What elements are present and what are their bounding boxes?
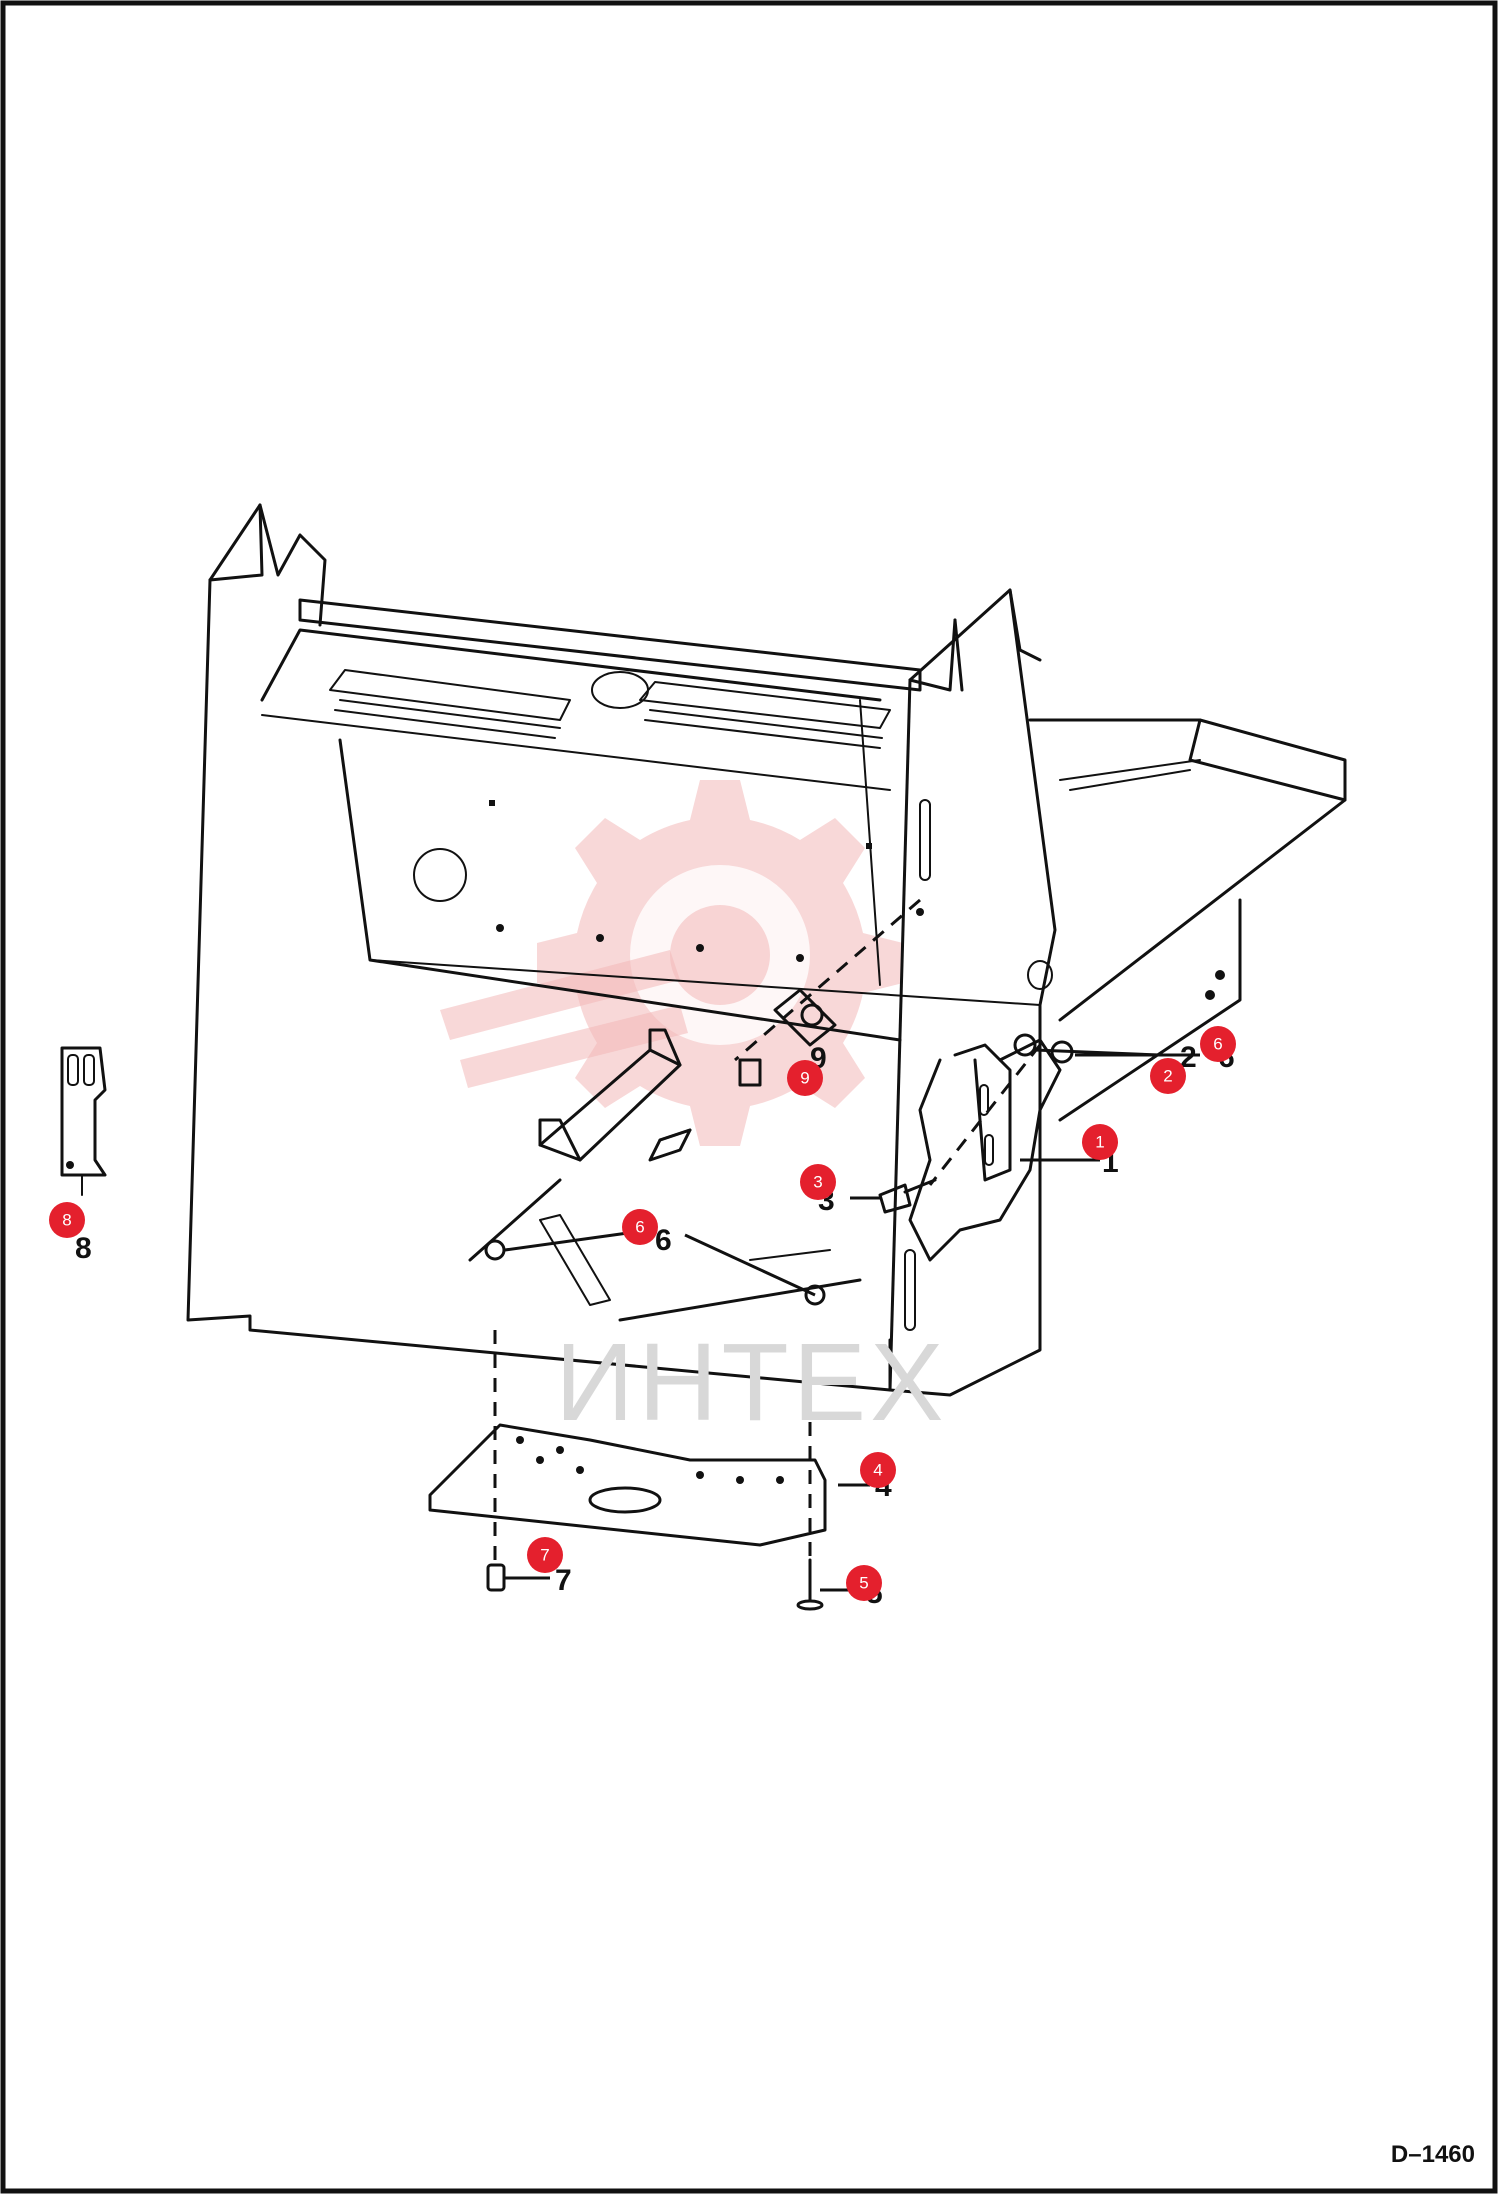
callout-1[interactable]: 1 <box>1082 1124 1118 1160</box>
part-1-bracket <box>953 1043 1012 1182</box>
svg-text:6: 6 <box>1213 1035 1222 1054</box>
part-number-7: 7 <box>555 1564 572 1597</box>
callout-6-floor[interactable]: 6 <box>622 1209 658 1245</box>
svg-text:8: 8 <box>62 1211 71 1230</box>
watermark-text: ИНТЕХ <box>555 1321 947 1444</box>
part-9-clamp <box>648 988 837 1162</box>
part-number-8: 8 <box>75 1232 92 1265</box>
assembly-lines <box>493 898 1042 1565</box>
svg-text:1: 1 <box>1095 1133 1104 1152</box>
leader-lines <box>504 1048 1200 1592</box>
callout-5[interactable]: 5 <box>846 1565 882 1601</box>
loader-main-frame <box>186 503 1347 1397</box>
part-4-plate <box>428 1423 827 1547</box>
callout-7[interactable]: 7 <box>527 1537 563 1573</box>
svg-text:4: 4 <box>873 1461 882 1480</box>
callout-6-upper[interactable]: 6 <box>1200 1026 1236 1062</box>
svg-text:5: 5 <box>859 1574 868 1593</box>
vent-slots-right <box>639 681 891 749</box>
part-7-bolt <box>486 1563 506 1592</box>
part-2-washer <box>1013 1033 1037 1057</box>
part-3-bolt <box>878 1178 937 1214</box>
drawing-code: D–1460 <box>1391 2141 1475 2168</box>
parts-6-nuts-floor <box>484 1239 826 1306</box>
callout-4[interactable]: 4 <box>860 1452 896 1488</box>
vent-slots-left <box>329 669 571 739</box>
callout-3[interactable]: 3 <box>800 1164 836 1200</box>
part-5-bolt <box>796 1558 824 1611</box>
callout-2[interactable]: 2 <box>1150 1058 1186 1094</box>
callout-9[interactable]: 9 <box>787 1060 823 1096</box>
svg-text:2: 2 <box>1163 1067 1172 1086</box>
part-8-hinge <box>60 1046 107 1196</box>
svg-text:3: 3 <box>813 1173 822 1192</box>
callout-8[interactable]: 8 <box>49 1202 85 1238</box>
svg-text:7: 7 <box>540 1546 549 1565</box>
watermark-logo <box>440 780 903 1146</box>
part-number-6-floor: 6 <box>655 1224 672 1257</box>
part-number-2: 2 <box>1180 1041 1197 1074</box>
svg-text:6: 6 <box>635 1218 644 1237</box>
svg-text:9: 9 <box>800 1069 809 1088</box>
